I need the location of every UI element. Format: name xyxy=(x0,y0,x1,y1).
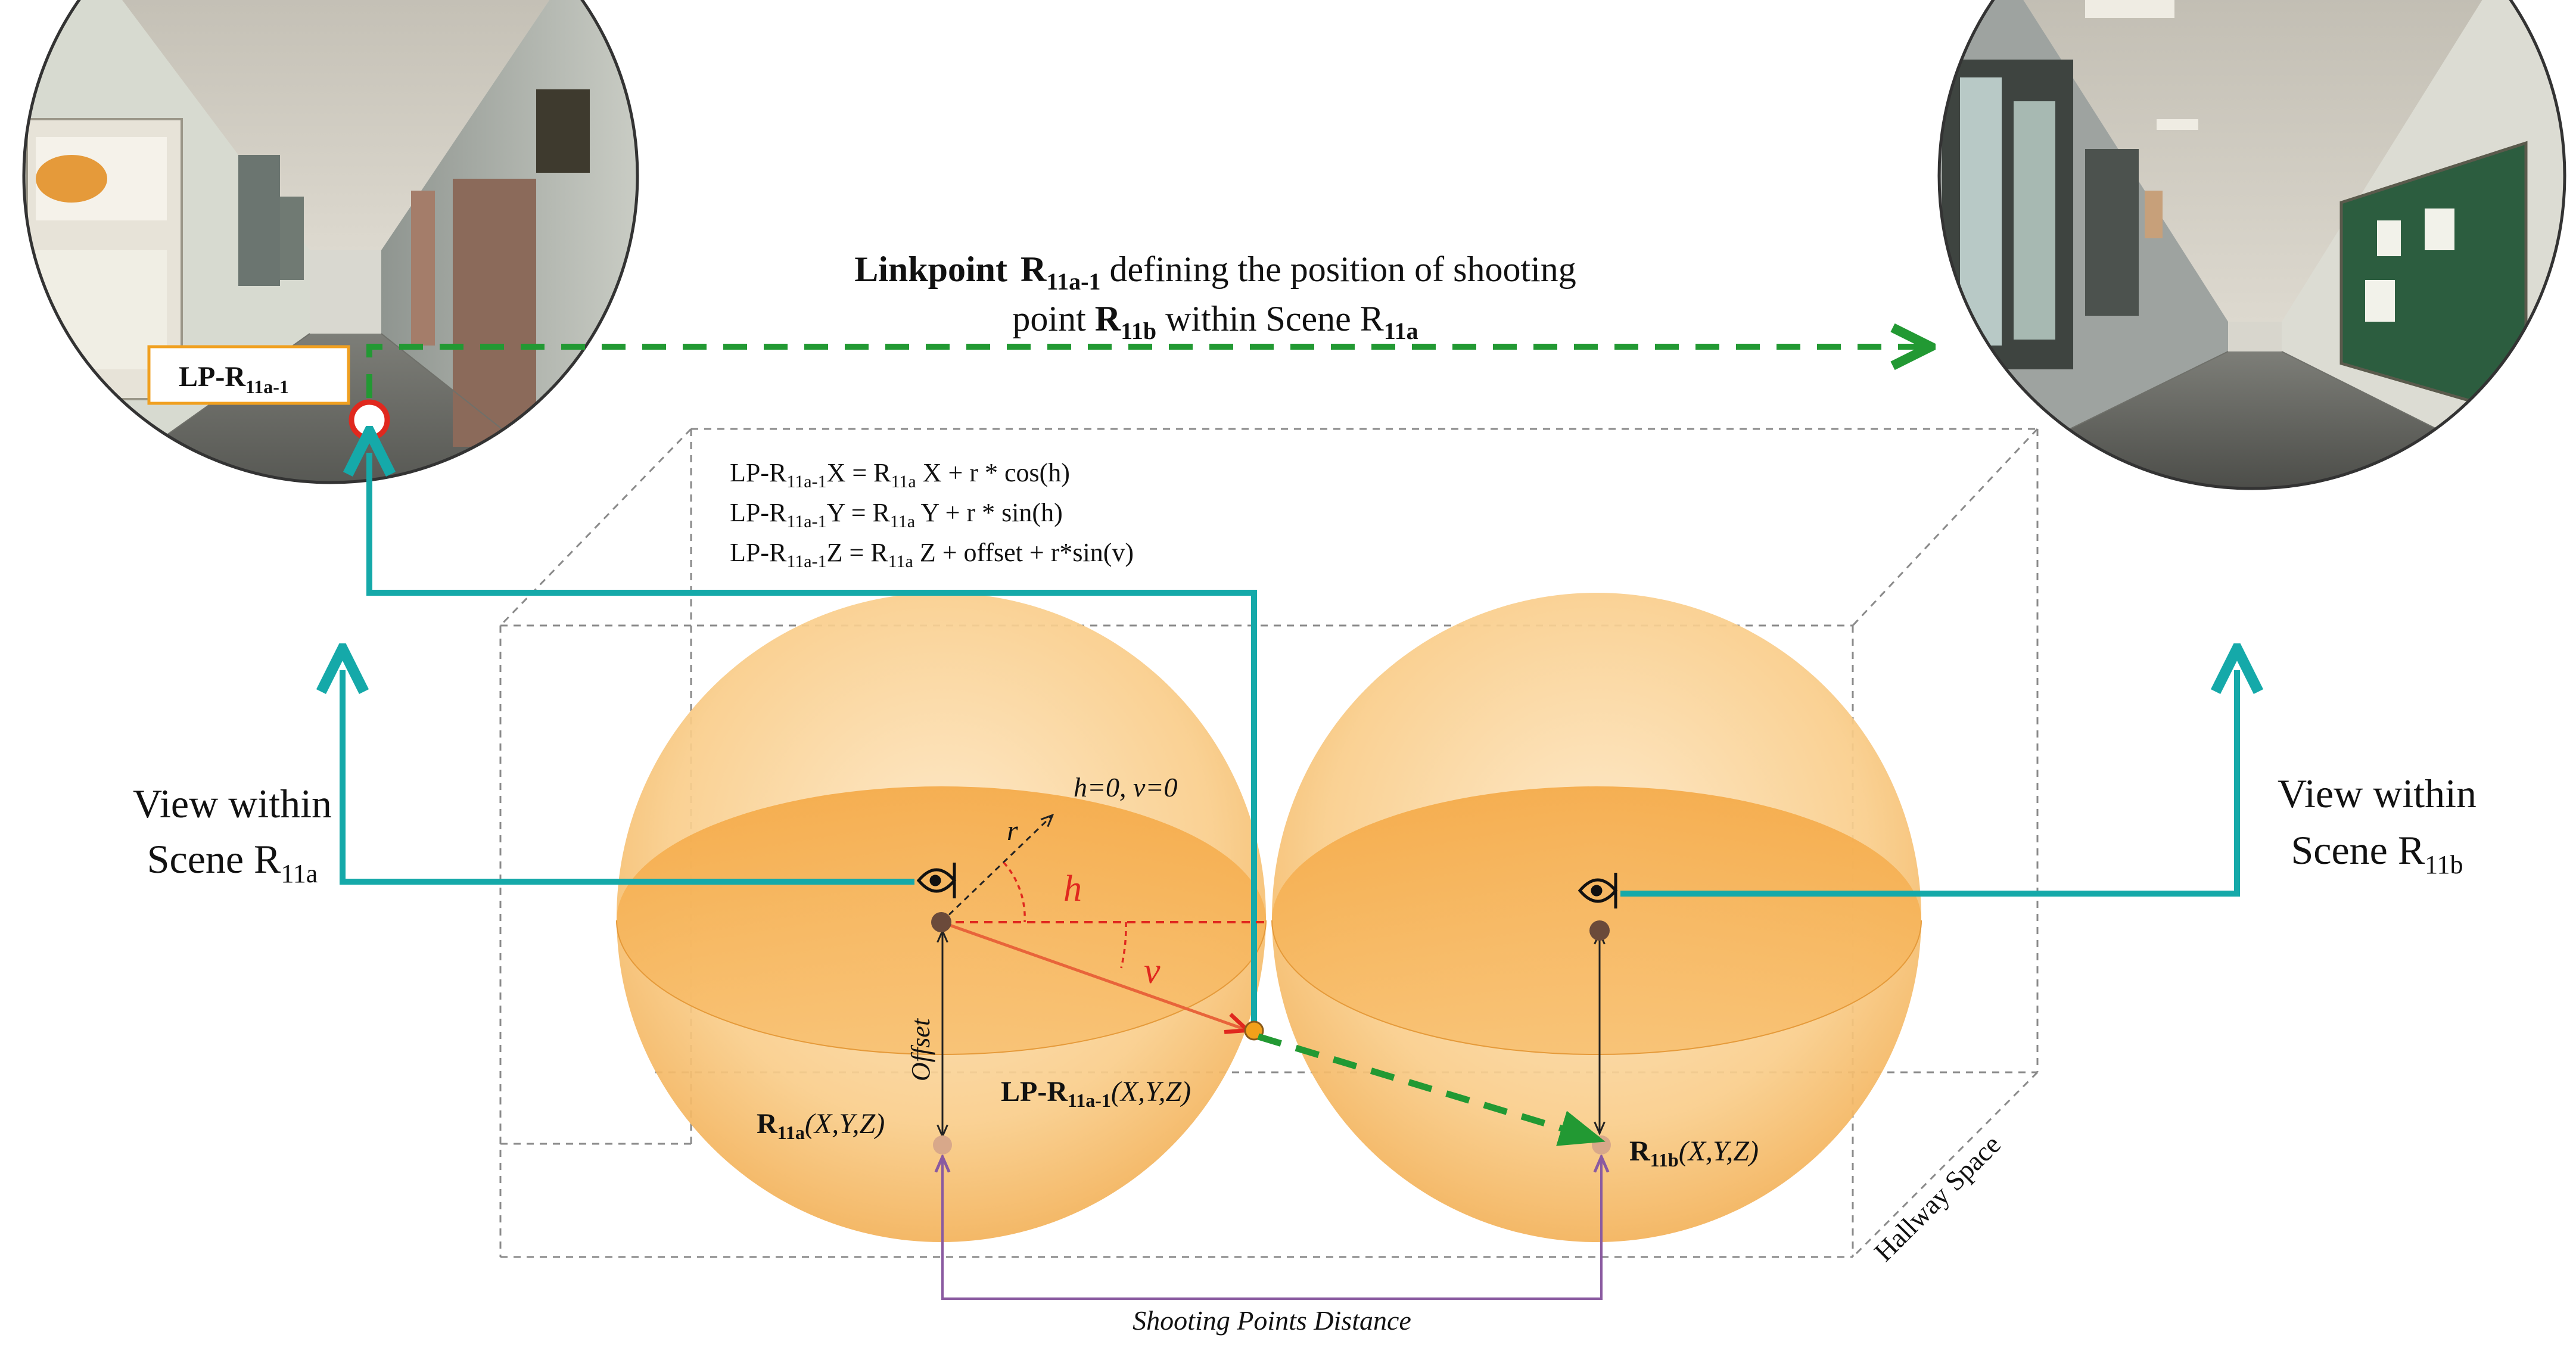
r11a-coord-label: R11a(X,Y,Z) xyxy=(757,1108,885,1143)
left-view-line1: View within xyxy=(133,781,332,826)
linkpoint-arrow-top xyxy=(366,347,1921,398)
panorama-view-r11a xyxy=(24,0,637,483)
offset-label: Offset xyxy=(906,1018,935,1081)
lp-label-text: LP-R11a-1 xyxy=(179,361,289,397)
linkpoint-arrow-bottom xyxy=(1257,1033,1606,1146)
r-label: r xyxy=(1007,815,1018,847)
left-view-line2: Scene R11a xyxy=(147,836,318,888)
r-direction xyxy=(940,816,1051,923)
lp-coord-label: LP-R11a-1(X,Y,Z) xyxy=(1001,1076,1191,1111)
h-angle-arc xyxy=(1003,861,1026,923)
lp-vector xyxy=(941,920,1245,1029)
h0v0-label: h=0, v=0 xyxy=(1074,772,1178,802)
lp-label-box: LP-R11a-1 xyxy=(147,345,350,405)
panorama-frame-right xyxy=(1937,0,2566,490)
eye-icon xyxy=(1578,873,1618,908)
v-label: v xyxy=(1144,951,1161,991)
r11b-coord-label: R11b(X,Y,Z) xyxy=(1629,1135,1759,1171)
connector-eye-to-left-view xyxy=(343,670,914,885)
formula-x: LP-R11a-1X = R11a X + r * cos(h) xyxy=(730,458,1070,491)
linkpoint-marker xyxy=(349,399,390,441)
right-view-line2: Scene R11b xyxy=(2291,827,2463,879)
panorama-view-r11b xyxy=(1939,0,2565,488)
lp-point xyxy=(1244,1020,1264,1041)
floor-point-b xyxy=(1592,1135,1611,1155)
linkpoint-title-line2: point R11b within Scene R11a xyxy=(1012,299,1418,344)
eye-icon xyxy=(916,863,957,898)
shooting-distance-label: Shooting Points Distance xyxy=(1133,1305,1411,1336)
v-angle-arc xyxy=(1120,922,1127,969)
floor-point-a xyxy=(933,1135,952,1155)
hallway-space-label: Hallway Space xyxy=(1868,1129,2006,1267)
formula-y: LP-R11a-1Y = R11a Y + r * sin(h) xyxy=(730,498,1063,531)
panorama-frame-left xyxy=(22,0,639,484)
formula-z: LP-R11a-1Z = R11a Z + offset + r*sin(v) xyxy=(730,538,1134,571)
connector-eye-to-right-view xyxy=(1620,670,2237,897)
camera-point-a xyxy=(931,912,951,932)
connector-lp-to-left-view xyxy=(369,453,1257,1025)
h-label: h xyxy=(1063,869,1082,909)
formula-block: LP-R11a-1X = R11a X + r * cos(h) LP-R11a… xyxy=(730,458,1134,571)
camera-point-b xyxy=(1589,920,1610,941)
sphere-r11b xyxy=(1271,593,1922,1242)
right-view-line1: View within xyxy=(2278,771,2477,816)
